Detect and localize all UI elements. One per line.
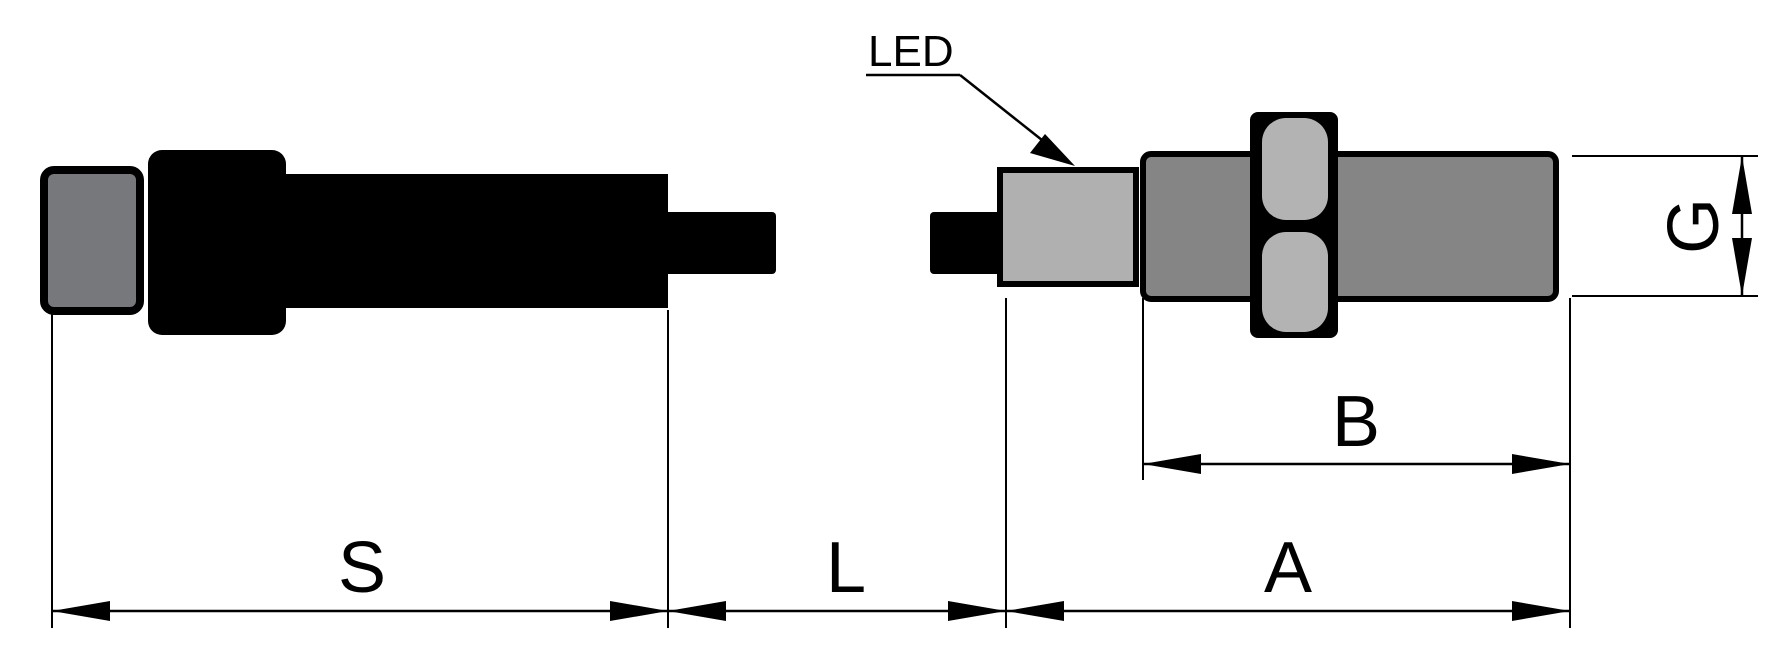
dimension-b: B (1143, 382, 1570, 474)
dimension-g: G (1654, 156, 1752, 296)
dimension-b-label: B (1332, 382, 1380, 462)
hex-nut (1250, 112, 1338, 338)
sensor-led-cap (997, 167, 1139, 287)
proximity-sensor (930, 112, 1559, 338)
sensor-cable-stub (930, 212, 1010, 274)
connector-grip (148, 150, 286, 335)
dimension-a: A (1006, 528, 1570, 621)
led-label: LED (868, 27, 954, 76)
cable-connector (40, 150, 776, 335)
nut-upper-face (1262, 118, 1328, 220)
connector-end-cap (40, 166, 144, 315)
connector-body (280, 174, 668, 308)
connector-cable-stub (660, 212, 776, 274)
dimension-s: S (52, 528, 668, 621)
dimension-a-label: A (1264, 528, 1312, 608)
led-arrowhead (1030, 134, 1075, 166)
dimension-l: L (668, 528, 1006, 621)
led-callout: LED (866, 27, 1075, 166)
sensor-threaded-body (1140, 151, 1559, 302)
dimension-s-label: S (338, 528, 386, 608)
nut-lower-face (1262, 232, 1328, 332)
dimension-g-label: G (1654, 198, 1734, 254)
dimension-l-label: L (826, 528, 866, 608)
